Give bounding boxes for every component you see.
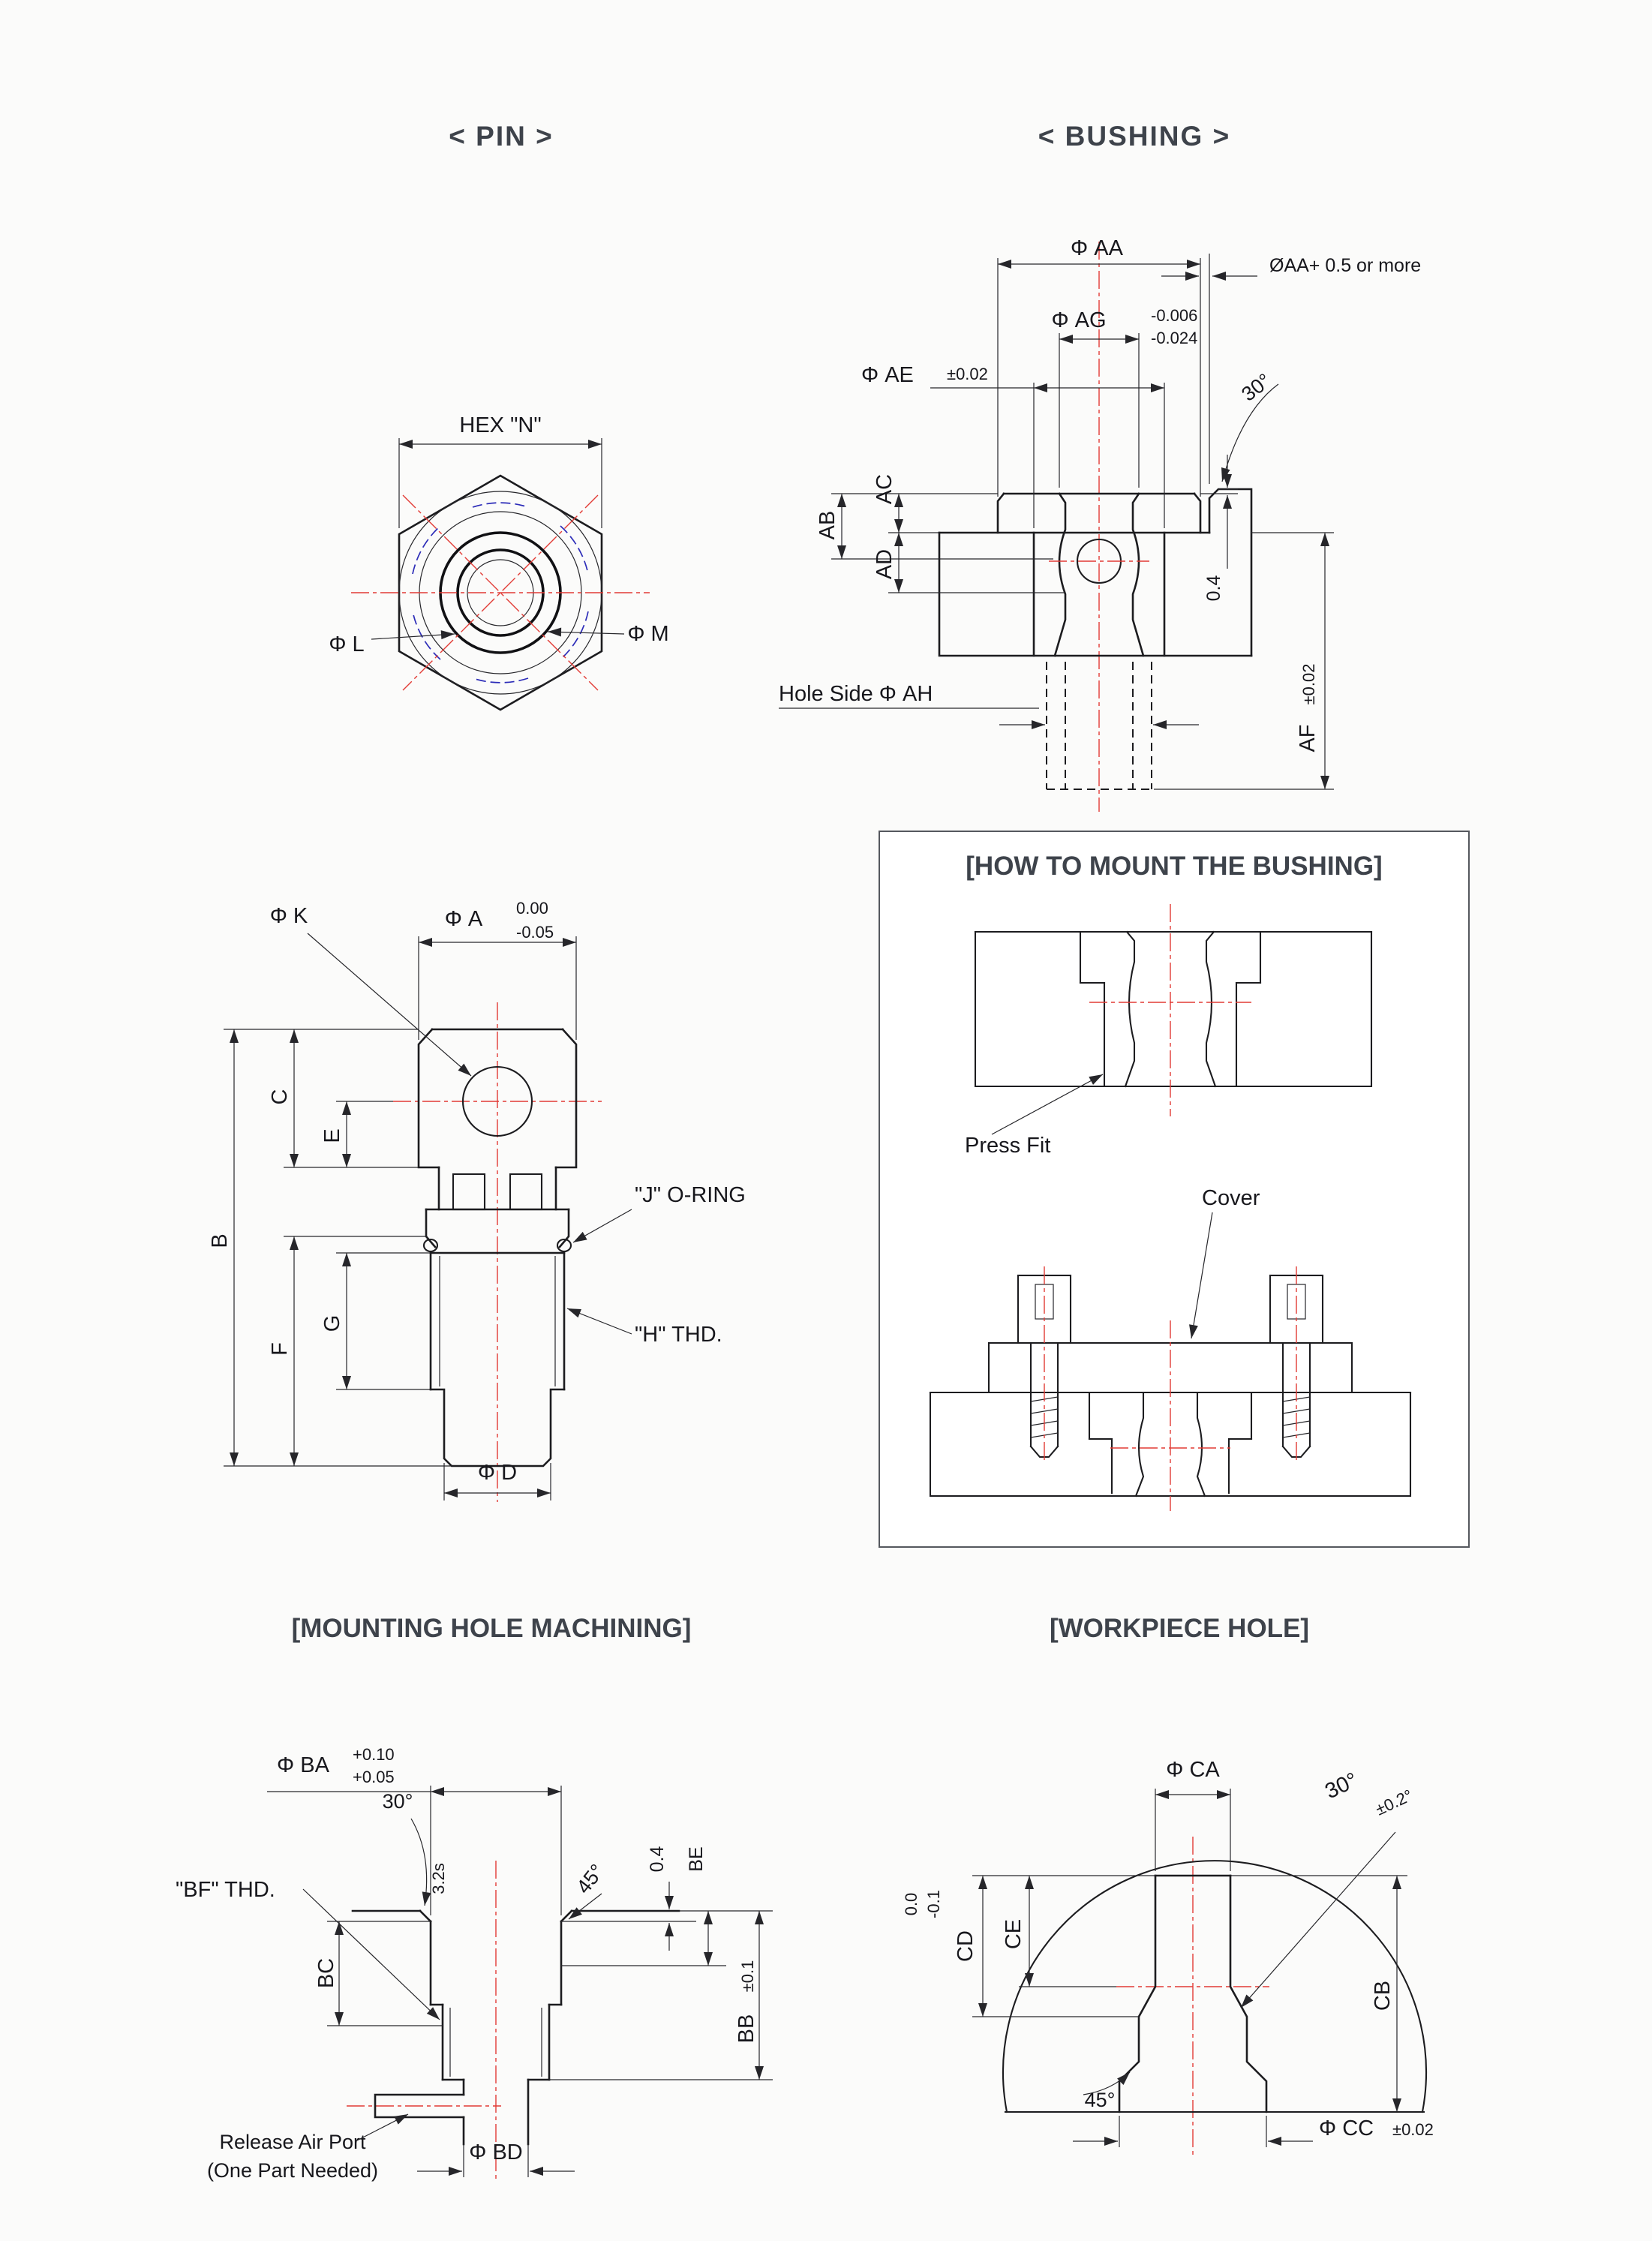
hexagon-outline — [398, 474, 603, 711]
mount-press-fit-figure: Press Fit — [965, 904, 1373, 1158]
dim-ba-label: Φ BA — [277, 1753, 330, 1777]
chamfer-depth-label: 0.4 — [647, 1846, 668, 1873]
dim-ce-label: CE — [1002, 1919, 1026, 1949]
dim-bd-label: Φ BD — [469, 2140, 522, 2164]
air-port-label-2: (One Part Needed) — [207, 2159, 378, 2182]
mount-cover-figure: Cover — [929, 1186, 1412, 1511]
chamfer-angle-label: 45° — [572, 1860, 609, 1898]
thread-label: "H" THD. — [635, 1323, 722, 1347]
dim-cb-label: CB — [1371, 1981, 1395, 2011]
bushing-step-label: 0.4 — [1203, 575, 1224, 602]
aa-clearance-label: ØAA+ 0.5 or more — [1269, 255, 1421, 276]
o-ring-label: "J" O-RING — [635, 1183, 746, 1207]
workpiece-angle-tol: ±0.2° — [1373, 1786, 1416, 1819]
dim-ac-label: AC — [873, 474, 897, 504]
workpiece-angle-label: 30° — [1321, 1768, 1361, 1804]
dim-cc-label: Φ CC — [1319, 2116, 1374, 2140]
a-tol-lo: -0.05 — [516, 923, 554, 942]
bushing-section-view: Φ AA ØAA+ 0.5 or more Φ AG -0.006 -0.024… — [779, 236, 1421, 812]
dim-c-label: C — [268, 1089, 292, 1105]
dim-af-label: AF — [1296, 724, 1320, 752]
ba-tol-hi: +0.10 — [353, 1745, 395, 1764]
workpiece-boss-arc — [1002, 1860, 1428, 2113]
ae-tol: ±0.02 — [947, 365, 988, 383]
dim-ad-label: AD — [873, 549, 897, 579]
how-to-mount-title: [HOW TO MOUNT THE BUSHING] — [966, 852, 1382, 881]
cd-tol-lo: -0.1 — [924, 1890, 943, 1918]
dim-d-label: Φ D — [478, 1461, 517, 1485]
bb-tol: ±0.1 — [738, 1960, 757, 1993]
pin-title: < PIN > — [449, 121, 553, 152]
ag-tol-lo: -0.024 — [1151, 329, 1197, 347]
dim-bc-label: BC — [314, 1958, 338, 1988]
dim-cd-label: CD — [954, 1930, 978, 1962]
bushing-angle-label: 30° — [1237, 369, 1275, 406]
af-tol: ±0.02 — [1299, 664, 1318, 705]
hex-n-label: HEX "N" — [459, 413, 541, 437]
air-port-label-1: Release Air Port — [219, 2131, 366, 2153]
dim-ca-label: Φ CA — [1166, 1758, 1220, 1782]
press-fit-label: Press Fit — [965, 1134, 1050, 1158]
a-tol-hi: 0.00 — [516, 899, 548, 918]
dim-aa-label: Φ AA — [1071, 236, 1124, 260]
ag-tol-hi: -0.006 — [1151, 306, 1197, 325]
workpiece-hole-view: Φ CA 30° ±0.2° CD 0.0 -0.1 CE CB 45° Φ C… — [902, 1758, 1434, 2155]
mounting-hole-title: [MOUNTING HOLE MACHINING] — [292, 1614, 692, 1643]
cc-tol: ±0.02 — [1392, 2120, 1434, 2139]
cross-hole — [461, 1065, 533, 1137]
dim-ae-label: Φ AE — [861, 363, 914, 387]
mounting-angle-label: 30° — [383, 1790, 413, 1813]
workpiece-hole-title: [WORKPIECE HOLE] — [1050, 1614, 1309, 1643]
dim-e-label: E — [320, 1128, 344, 1143]
bf-thread-label: "BF" THD. — [176, 1878, 275, 1902]
dim-bb-label: BB — [734, 2014, 758, 2044]
dia-m-label: Φ M — [627, 622, 668, 646]
cd-tol-hi: 0.0 — [902, 1893, 921, 1916]
dim-be-label: BE — [686, 1846, 707, 1871]
dim-ag-label: Φ AG — [1051, 308, 1106, 332]
dia-l-label: Φ L — [329, 632, 364, 656]
pin-top-view: HEX "N" Φ L Φ M — [329, 413, 669, 711]
hole-side-label: Hole Side Φ AH — [779, 682, 933, 706]
dim-ab-label: AB — [815, 511, 840, 540]
workpiece-chamfer-label: 45° — [1085, 2089, 1116, 2111]
finish-label: 3.2s — [429, 1863, 448, 1894]
cover-label: Cover — [1202, 1186, 1260, 1210]
ba-tol-lo: +0.05 — [353, 1768, 395, 1786]
dim-k-label: Φ K — [270, 904, 308, 928]
o-ring-section-left — [422, 1238, 439, 1253]
dim-f-label: F — [268, 1342, 292, 1356]
pin-side-view: Φ A 0.00 -0.05 Φ K B C E F G "J" O-RING … — [208, 899, 746, 1502]
mounting-hole-view: Φ BA +0.10 +0.05 30° "BF" THD. 3.2s 45° … — [176, 1745, 773, 2182]
how-to-mount-box: [HOW TO MOUNT THE BUSHING] Press Fit Cov… — [879, 831, 1470, 1548]
bushing-title: < BUSHING > — [1038, 121, 1230, 152]
dim-b-label: B — [208, 1233, 232, 1248]
dim-a-label: Φ A — [445, 907, 483, 931]
o-ring-section-right — [556, 1238, 572, 1253]
dim-g-label: G — [320, 1315, 344, 1332]
